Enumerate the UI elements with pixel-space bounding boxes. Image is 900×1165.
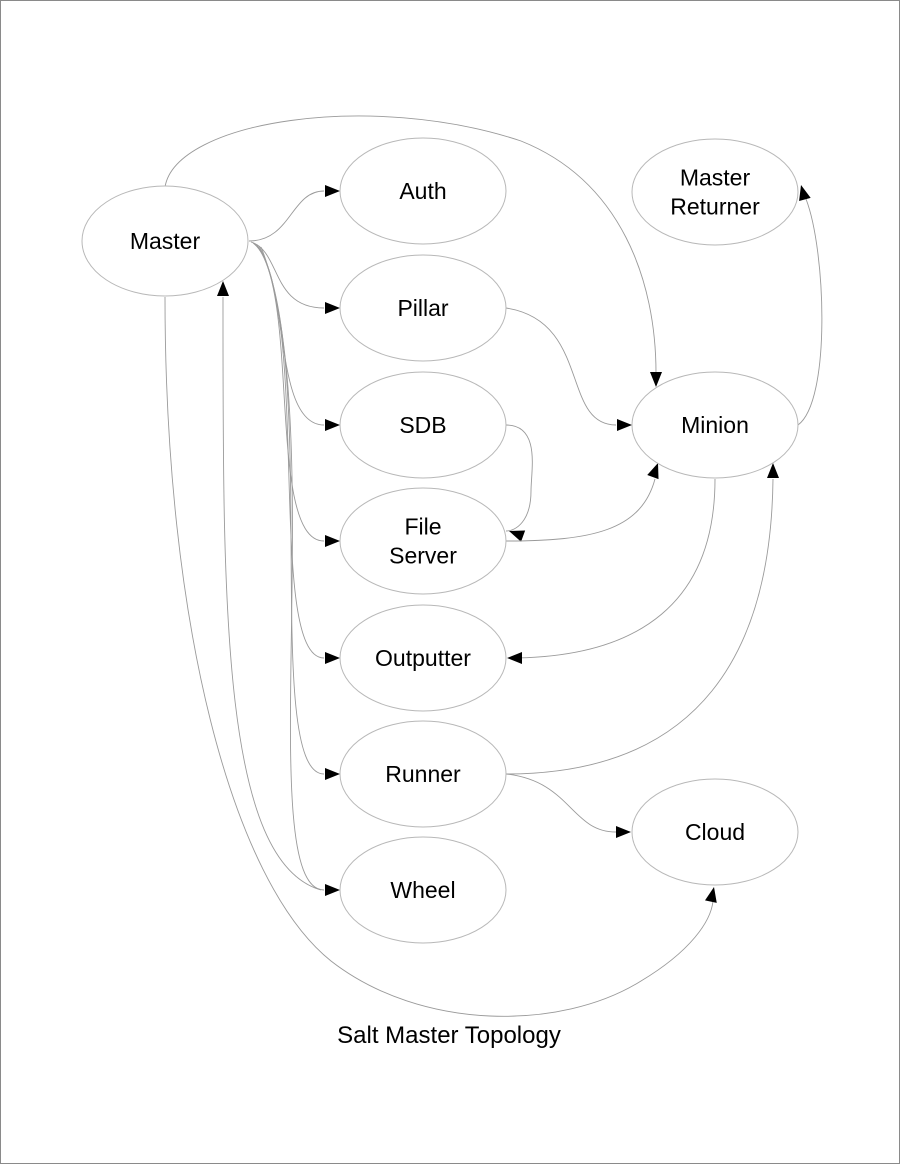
nodes-layer: MasterAuthPillarSDBFileServerOutputterRu… bbox=[81, 137, 799, 944]
node-ellipse-master bbox=[81, 185, 249, 297]
edge-master-to-wheel bbox=[260, 246, 325, 891]
node-outputter: Outputter bbox=[339, 604, 507, 712]
arrowhead-sdb-to-fileserver bbox=[509, 530, 526, 542]
node-auth: Auth bbox=[339, 137, 507, 245]
edge-master-to-auth bbox=[248, 190, 325, 242]
arrowhead-master-to-runner bbox=[325, 768, 340, 780]
edge-minion-to-outputter bbox=[508, 478, 716, 659]
arrowhead-runner-to-minion bbox=[767, 463, 779, 478]
node-cloud: Cloud bbox=[631, 778, 799, 886]
node-wheel: Wheel bbox=[339, 836, 507, 944]
node-label-pillar: Pillar bbox=[397, 295, 448, 321]
arrowhead-minion-to-outputter bbox=[507, 652, 522, 664]
arrowhead-fileserver-to-minion bbox=[647, 463, 659, 480]
node-label-master-returner-line-2: Returner bbox=[670, 194, 760, 220]
node-label-outputter: Outputter bbox=[375, 645, 471, 671]
edge-master-to-minion bbox=[164, 115, 657, 374]
arrowhead-minion-to-master-returner bbox=[799, 185, 811, 202]
diagram-caption: Salt Master Topology bbox=[337, 1022, 561, 1049]
node-label-master: Master bbox=[130, 228, 201, 254]
arrowhead-master-to-cloud bbox=[705, 887, 717, 903]
arrowhead-master-to-auth bbox=[325, 185, 340, 197]
node-label-minion: Minion bbox=[681, 412, 749, 438]
node-ellipse-master-returner bbox=[631, 138, 799, 246]
edge-fileserver-to-minion bbox=[505, 478, 656, 542]
arrowhead-pillar-to-minion bbox=[617, 419, 632, 431]
node-label-sdb: SDB bbox=[399, 412, 446, 438]
node-ellipse-auth bbox=[339, 137, 507, 245]
node-label-fileserver-line-1: File bbox=[404, 514, 441, 540]
node-ellipse-outputter bbox=[339, 604, 507, 712]
edge-pillar-to-minion bbox=[505, 307, 617, 426]
edge-runner-to-minion bbox=[505, 478, 774, 775]
node-sdb: SDB bbox=[339, 371, 507, 479]
node-ellipse-cloud bbox=[631, 778, 799, 886]
arrowhead-runner-to-cloud bbox=[616, 826, 631, 838]
node-pillar: Pillar bbox=[339, 254, 507, 362]
arrowhead-master-to-sdb bbox=[325, 419, 340, 431]
arrowhead-master-to-outputter bbox=[325, 652, 340, 664]
edge-runner-to-cloud bbox=[505, 773, 617, 833]
edge-master-to-cloud bbox=[164, 296, 714, 1017]
node-minion: Minion bbox=[631, 371, 799, 479]
node-master: Master bbox=[81, 185, 249, 297]
arrowhead-wheel-to-master bbox=[217, 281, 229, 296]
edge-sdb-to-fileserver bbox=[505, 424, 533, 532]
node-ellipse-minion bbox=[631, 371, 799, 479]
arrowhead-master-to-wheel bbox=[325, 884, 340, 896]
arrowhead-master-to-pillar bbox=[325, 302, 340, 314]
edge-master-to-runner bbox=[258, 245, 325, 775]
node-runner: Runner bbox=[339, 720, 507, 828]
node-label-cloud: Cloud bbox=[685, 819, 745, 845]
arrowhead-master-to-fileserver bbox=[325, 535, 340, 547]
node-label-auth: Auth bbox=[399, 178, 446, 204]
node-label-runner: Runner bbox=[385, 761, 461, 787]
node-label-master-returner-line-1: Master bbox=[680, 165, 751, 191]
node-ellipse-sdb bbox=[339, 371, 507, 479]
edges-layer bbox=[164, 115, 823, 1017]
node-label-wheel: Wheel bbox=[390, 877, 455, 903]
arrowhead-master-to-minion bbox=[650, 372, 662, 387]
node-ellipse-pillar bbox=[339, 254, 507, 362]
node-ellipse-wheel bbox=[339, 836, 507, 944]
node-ellipse-fileserver bbox=[339, 487, 507, 595]
node-ellipse-runner bbox=[339, 720, 507, 828]
edge-minion-to-master-returner bbox=[797, 198, 823, 426]
edge-wheel-to-master bbox=[222, 296, 322, 891]
node-label-fileserver-line-2: Server bbox=[389, 543, 457, 569]
